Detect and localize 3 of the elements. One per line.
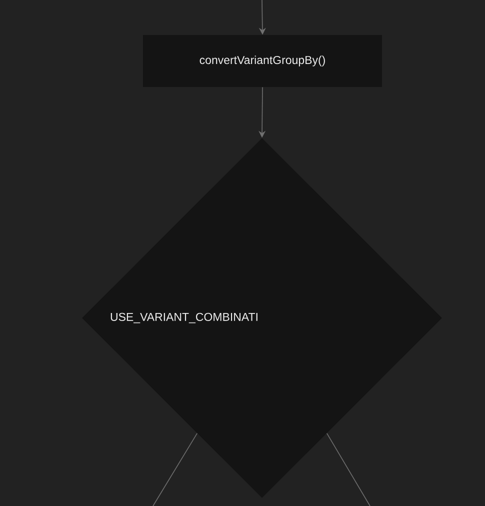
process-box: convertVariantGroupBy()	[143, 35, 382, 87]
connector-line	[326, 432, 370, 506]
connector-line	[152, 432, 198, 506]
